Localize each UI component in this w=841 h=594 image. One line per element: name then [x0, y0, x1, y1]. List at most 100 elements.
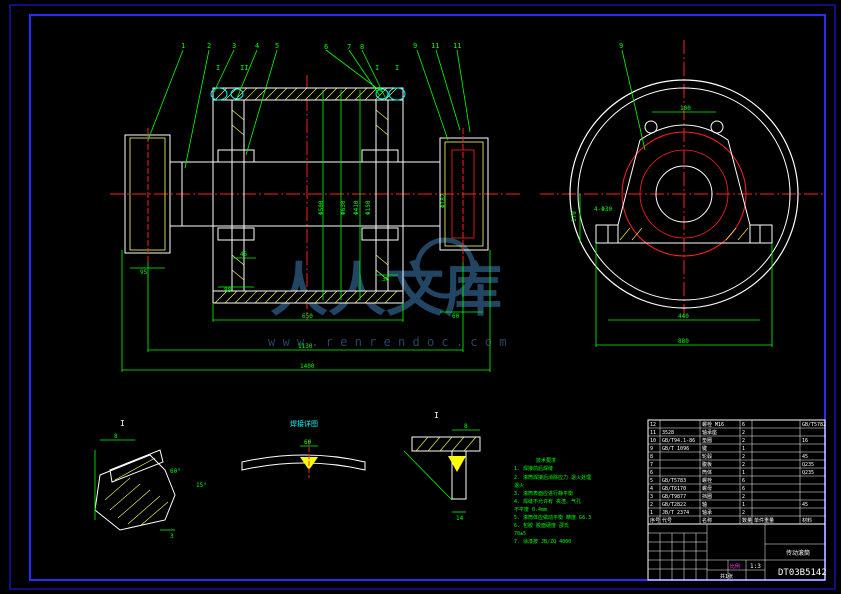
side-dim-small: 4-Φ30	[594, 206, 612, 213]
dim-38: 38	[382, 276, 390, 283]
dim-60: 60	[452, 313, 460, 320]
parts-cell: Q235	[802, 470, 814, 476]
watermark-url: w w w . r e n r e n d o c . c o m	[268, 335, 506, 349]
balloon-4: 4	[255, 42, 259, 50]
parts-cell: 45	[802, 502, 808, 508]
parts-cell: 轴	[702, 501, 707, 508]
balloon-10: 11	[431, 42, 439, 50]
balloon-5: 5	[275, 42, 279, 50]
parts-cell: 2	[742, 454, 745, 460]
parts-cell: 3	[650, 494, 653, 500]
detail-mark-1: I	[216, 64, 220, 72]
detail-a-dim-15: 15°	[196, 482, 207, 489]
parts-cell: 16	[802, 438, 808, 444]
side-dim-top: 100	[680, 105, 691, 112]
front-view: 1 2 3 4 5 6 7 8 9 11 11 I II I I	[110, 42, 520, 372]
notes-title: 技术要求	[536, 457, 556, 464]
parts-cell: 轮毂	[702, 453, 712, 460]
side-dim-height: 170	[571, 211, 578, 222]
parts-header-cell: 序号	[650, 517, 660, 524]
dim-overall-length: 1400	[300, 363, 315, 370]
parts-cell: 1	[742, 470, 745, 476]
parts-cell: 2	[742, 430, 745, 436]
balloon-9: 9	[413, 42, 417, 50]
parts-header-cell: 名称	[702, 517, 712, 524]
title-scale-label: 比例	[730, 563, 740, 570]
parts-cell: 6	[742, 422, 745, 428]
title-name: 传动滚筒	[786, 549, 810, 557]
parts-cell: 螺母	[702, 485, 712, 492]
detail-c-dim-a: 8	[464, 423, 468, 430]
side-dim-overall: 880	[678, 338, 689, 345]
side-view: 9 100 440 880 4-Φ30 170	[540, 40, 825, 347]
parts-cell: 12	[650, 422, 656, 428]
parts-cell: 1	[650, 510, 653, 516]
parts-header-cell: 材料	[802, 517, 812, 524]
side-dim-width: 440	[678, 313, 689, 320]
note-line-1: 1. 焊接前后焊缝	[514, 465, 553, 472]
parts-cell: 1	[742, 502, 745, 508]
note-line-5: 4. 焊缝不允许有 夹渣、气孔	[514, 498, 581, 505]
parts-cell: GB/T6170	[662, 486, 686, 492]
parts-cell: 垫圈	[702, 437, 712, 444]
dim-drum-dia: Φ630	[340, 200, 347, 215]
parts-cell: Q235	[802, 462, 814, 468]
parts-cell: 腹板	[702, 461, 712, 468]
outer-frame	[9, 4, 836, 590]
parts-header-cell: 数量	[742, 517, 752, 524]
title-scale-value: 1:3	[750, 563, 761, 570]
parts-cell: JB/T 2374	[662, 510, 689, 516]
note-line-2: 2. 滚筒焊接后消除应力 退火处理	[514, 474, 591, 481]
detail-a: I 8 60° 15° 3	[94, 419, 207, 540]
parts-cell: 2	[742, 494, 745, 500]
parts-cell: 6	[742, 486, 745, 492]
parts-cell: 2	[742, 438, 745, 444]
detail-c-dim-b: 14	[456, 515, 464, 522]
title-block: 传动滚筒 比例 1:3 共1张 DT03B5142	[647, 523, 827, 581]
detail-a-dim-3: 3	[170, 533, 174, 540]
parts-cell: GB/T5783	[662, 478, 686, 484]
parts-cell: 筒体	[702, 469, 712, 476]
detail-a-mark: I	[120, 419, 125, 428]
title-sheet: 共1张	[720, 573, 733, 580]
note-line-8: 6. 包胶 胶面硬度 邵氏	[514, 522, 569, 529]
parts-cell: 2	[650, 502, 653, 508]
parts-cell: 10	[650, 438, 656, 444]
parts-cell: GB/T5782	[802, 422, 826, 428]
parts-cell: 45	[802, 454, 808, 460]
parts-cell: 1	[742, 446, 745, 452]
balloon-8: 8	[360, 43, 364, 51]
parts-cell: 2	[742, 462, 745, 468]
balloon-11: 11	[453, 42, 461, 50]
parts-cell: 螺栓	[702, 477, 712, 484]
parts-cell: GB/T 1096	[662, 446, 689, 452]
note-line-3: 退火	[514, 482, 524, 489]
detail-c-mark: I	[434, 411, 439, 420]
parts-cell: GB/T94.1-86	[662, 438, 695, 444]
balloon-6: 6	[324, 43, 328, 51]
parts-cell: 6	[650, 470, 653, 476]
detail-a-dim-8: 8	[114, 433, 118, 440]
detail-b: 焊接详图 60	[241, 419, 366, 478]
detail-mark-2: II	[240, 64, 248, 72]
parts-cell: 3528	[662, 430, 674, 436]
note-line-10: 7. 涂漆按 JB/ZQ 4000	[514, 538, 571, 545]
dim-95: 95	[140, 269, 148, 276]
dim-bearing-span: 1130	[298, 343, 313, 350]
parts-cell: 轴承	[702, 509, 712, 516]
detail-c: I 8 14	[403, 411, 481, 522]
note-line-4: 3. 滚筒表面应进行静平衡	[514, 490, 573, 497]
note-line-7: 5. 滚筒体应做动平衡 精度 G6.3	[514, 514, 591, 521]
parts-cell: 2	[742, 510, 745, 516]
title-drawing-number: DT03B5142	[778, 568, 827, 578]
dim-shaft-dia: Φ500	[318, 200, 325, 215]
parts-cell: 挡圈	[702, 493, 712, 500]
technical-notes: 技术要求 1. 焊接前后焊缝 2. 滚筒焊接后消除应力 退火处理 退火 3. 滚…	[514, 457, 591, 545]
parts-cell: GB/T9877	[662, 494, 686, 500]
inner-frame	[29, 14, 826, 581]
detail-mark-4: I	[395, 64, 399, 72]
parts-cell: 6	[742, 478, 745, 484]
dim-45: 45	[240, 251, 248, 258]
parts-cell: 8	[650, 454, 653, 460]
